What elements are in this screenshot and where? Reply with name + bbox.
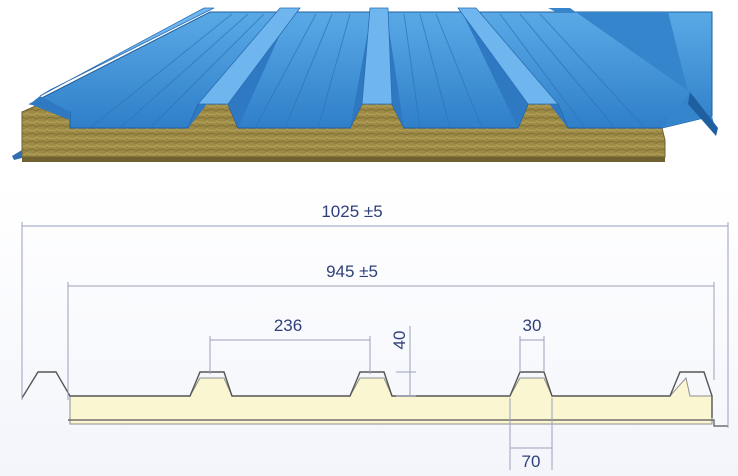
dim-rib-spacing: 236 [274,316,302,335]
steel-profile-line [21,371,713,418]
dim-total-width: 1025 ±5 [321,202,382,221]
dimension-lines [21,222,729,470]
dim-rib-top-width: 30 [523,316,542,335]
foam-core-section [69,376,713,425]
dim-rib-height: 40 [390,331,409,350]
left-overlap-lip [12,150,22,160]
bottom-liner-line [68,419,728,427]
steel-sheet-3d [28,7,718,136]
micro-ribs [89,13,646,129]
dim-cover-width: 945 ±5 [326,262,378,281]
dim-rib-bottom-width: 70 [522,452,541,471]
